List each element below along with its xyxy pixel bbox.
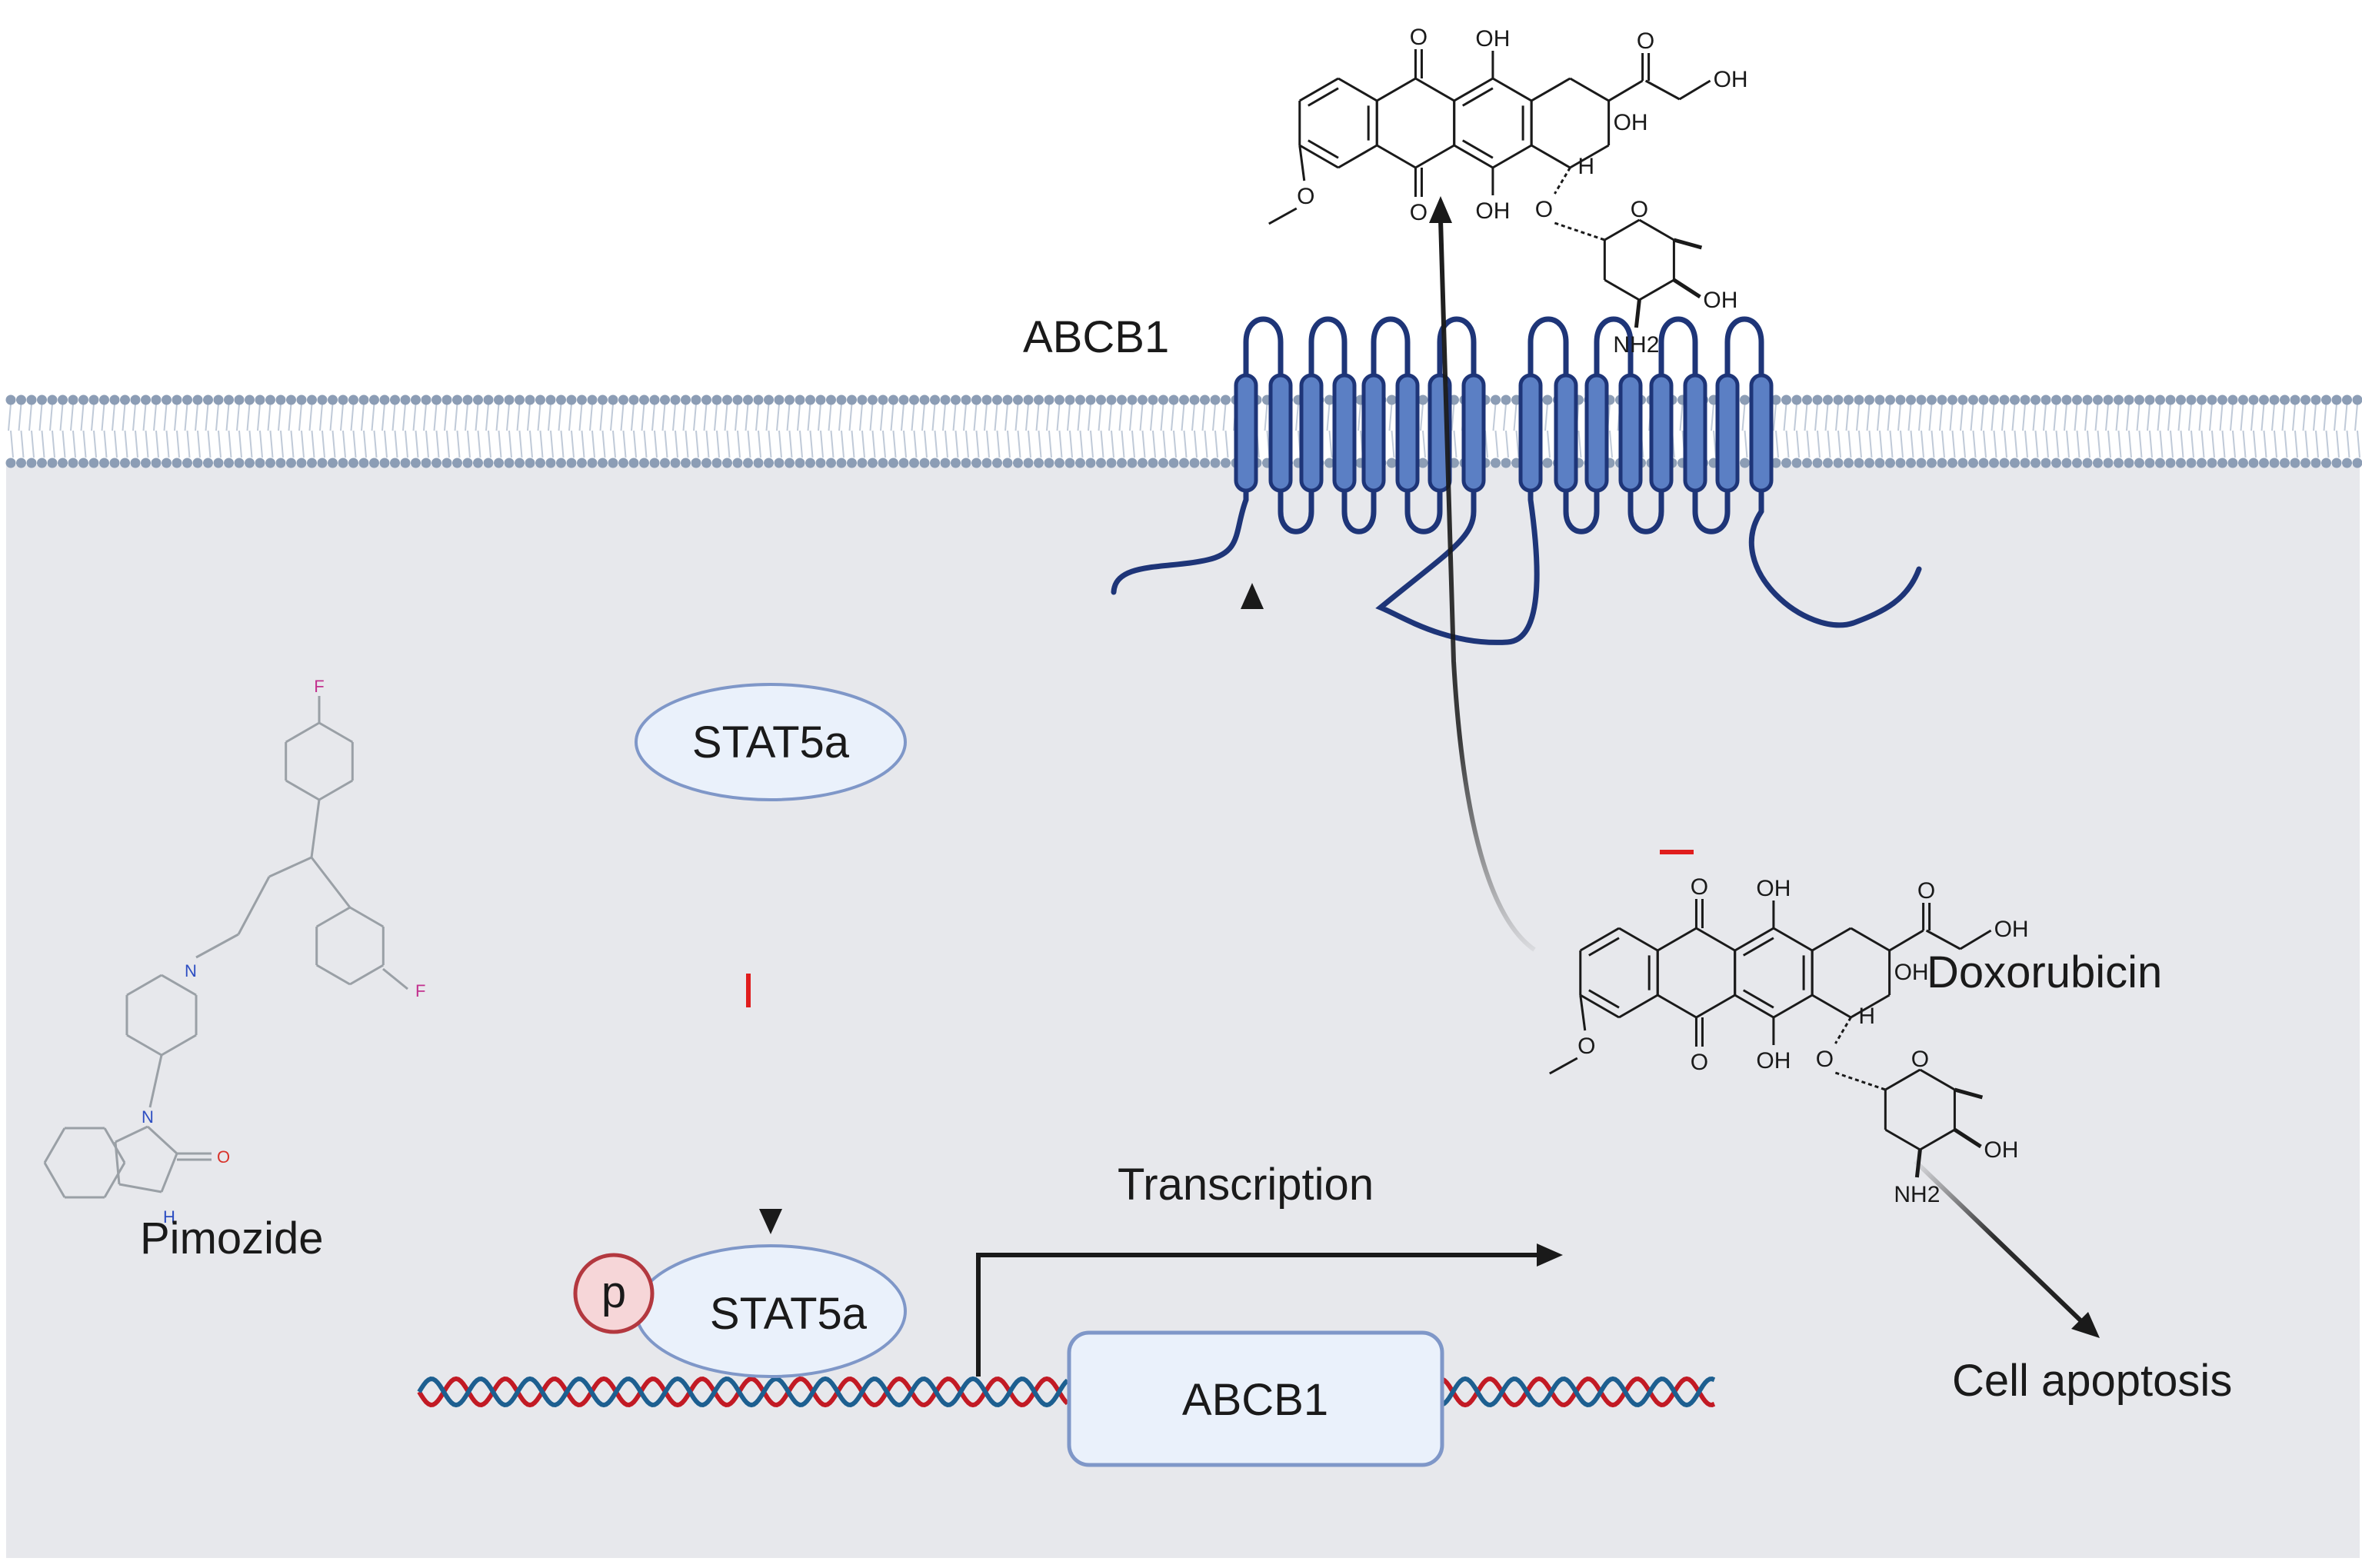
dox-mid-oh-top: OH bbox=[1756, 876, 1791, 901]
dox-mid-methoxy-o: O bbox=[1577, 1034, 1595, 1059]
dox-mid-h: H bbox=[1858, 1004, 1875, 1029]
dox-top-chain-oh: OH bbox=[1714, 67, 1748, 92]
phospho-label: p bbox=[601, 1267, 626, 1317]
apoptosis-label: Cell apoptosis bbox=[1952, 1356, 2232, 1406]
dox-mid-chain-oh: OH bbox=[1994, 917, 2029, 942]
cell-membrane bbox=[6, 395, 2362, 468]
abcb1-membrane-label: ABCB1 bbox=[1023, 312, 1169, 362]
doxorubicin-label: Doxorubicin bbox=[1927, 947, 2162, 997]
dox-top-oh-bottom: OH bbox=[1475, 198, 1510, 224]
dox-top-glycosidic-o: O bbox=[1535, 197, 1553, 222]
dox-top-sugar-oh: OH bbox=[1703, 288, 1737, 313]
dox-top-oh-top: OH bbox=[1475, 26, 1510, 52]
dox-mid-glycosidic-o: O bbox=[1816, 1047, 1834, 1072]
stat5a-bound-label: STAT5a bbox=[710, 1289, 868, 1339]
pimozide-n-pip: N bbox=[185, 961, 197, 980]
dox-mid-oh-bottom: OH bbox=[1756, 1048, 1791, 1074]
pimozide-f-bottom: F bbox=[415, 981, 425, 1000]
dox-mid-amine: NH2 bbox=[1894, 1182, 1940, 1207]
dox-mid-carbonyl-o-top: O bbox=[1691, 874, 1708, 900]
dox-mid-ketone-o: O bbox=[1917, 878, 1935, 904]
dox-top-carbonyl-o-bottom: O bbox=[1410, 200, 1428, 225]
dox-top-ketone-o: O bbox=[1637, 28, 1654, 54]
dox-top-carbonyl-o-top: O bbox=[1410, 25, 1428, 50]
dox-top-sugar-o: O bbox=[1631, 197, 1648, 222]
dox-mid-sugar-o: O bbox=[1911, 1047, 1929, 1072]
dox-top-h: H bbox=[1577, 154, 1594, 179]
dox-top-methoxy-o: O bbox=[1297, 184, 1314, 209]
dox-mid-carbonyl-o-bottom: O bbox=[1691, 1050, 1708, 1075]
pimozide-label: Pimozide bbox=[140, 1213, 324, 1263]
transcription-label: Transcription bbox=[1118, 1160, 1374, 1210]
stat5a-top-label: STAT5a bbox=[692, 717, 850, 767]
dox-top-ring-oh: OH bbox=[1614, 110, 1648, 135]
pimozide-n1: N bbox=[142, 1107, 154, 1127]
dox-top-amine: NH2 bbox=[1613, 332, 1659, 358]
abcb1-gene-label: ABCB1 bbox=[1182, 1375, 1328, 1425]
pimozide-o: O bbox=[217, 1147, 230, 1167]
dox-mid-sugar-oh: OH bbox=[1984, 1137, 2018, 1163]
dox-mid-ring-oh: OH bbox=[1894, 960, 1929, 985]
pimozide-f-top: F bbox=[314, 677, 324, 696]
